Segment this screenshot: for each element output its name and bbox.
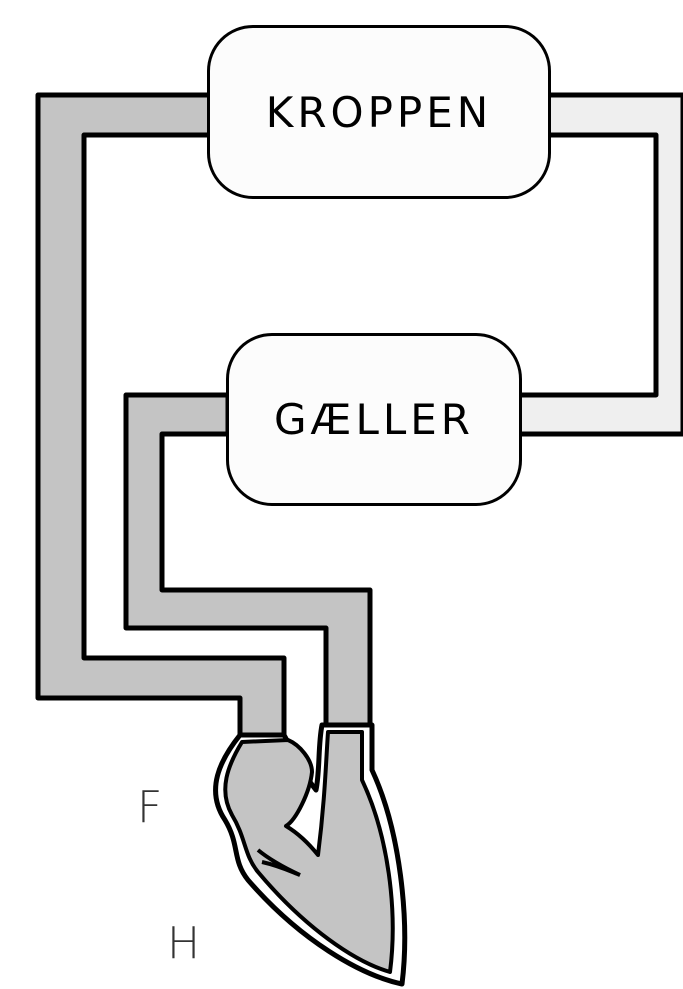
heart xyxy=(223,730,395,974)
heart-label-f: F xyxy=(137,782,163,833)
heart-septum xyxy=(256,848,301,877)
body-label: KROPPEN xyxy=(265,87,493,137)
heart-label-h: H xyxy=(167,918,201,969)
gills-box: GÆLLER xyxy=(226,333,522,506)
gills-label: GÆLLER xyxy=(274,395,474,444)
body-box: KROPPEN xyxy=(207,25,551,199)
